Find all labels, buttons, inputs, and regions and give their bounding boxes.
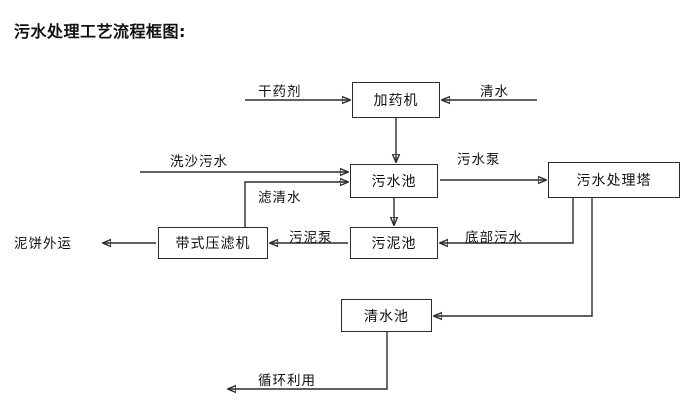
edge-label-bottom-sewage: 底部污水 — [465, 230, 523, 246]
node-label: 污水处理塔 — [576, 173, 652, 189]
edge-label-dry-agent: 干药剂 — [258, 84, 302, 100]
node-label: 加药机 — [373, 93, 419, 109]
node-sewage-pool[interactable]: 污水池 — [350, 164, 438, 198]
edge-label-clean-water: 清水 — [480, 84, 509, 100]
node-dosing-machine[interactable]: 加药机 — [352, 82, 440, 118]
node-label: 带式压滤机 — [175, 236, 251, 252]
edge-tower-to-clear-pool — [434, 198, 593, 316]
node-belt-filter-press[interactable]: 带式压滤机 — [158, 227, 268, 259]
node-sludge-pool[interactable]: 污泥池 — [350, 227, 438, 259]
edge-label-recycle-use: 循环利用 — [258, 373, 316, 389]
node-label: 清水池 — [364, 308, 409, 325]
edge-label-sand-washing-sewage: 洗沙污水 — [170, 154, 228, 170]
edge-label-sludge-pump: 污泥泵 — [289, 230, 333, 246]
edge-label-sewage-pump: 污水泵 — [457, 152, 501, 168]
node-clear-water-pool[interactable]: 清水池 — [341, 299, 432, 332]
page-title: 污水处理工艺流程框图: — [14, 22, 186, 41]
node-label: 污水池 — [371, 174, 417, 190]
label-mud-cake-transport: 泥饼外运 — [14, 236, 72, 252]
edge-label-filtered-water: 滤清水 — [258, 190, 302, 206]
node-label: 污泥池 — [371, 236, 417, 252]
node-treatment-tower[interactable]: 污水处理塔 — [548, 162, 680, 198]
